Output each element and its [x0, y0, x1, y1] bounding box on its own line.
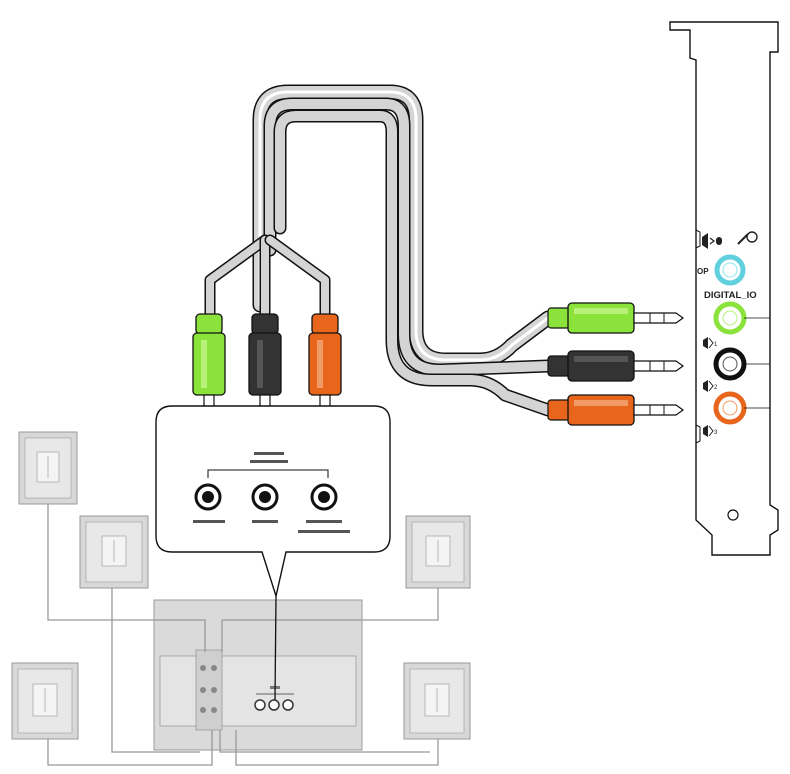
optical-label: OP	[697, 267, 709, 276]
port-2-speaker-icon: 2	[703, 380, 718, 392]
speaker-rear-left	[11, 662, 79, 740]
speaker-wires	[47, 500, 439, 766]
speaker-front-right	[405, 515, 471, 589]
port-1-label: 1	[714, 342, 718, 348]
speaker-arrow-icon	[702, 233, 715, 249]
port-3-speaker-icon: 3	[703, 425, 718, 437]
digital-io-label: DIGITAL_IO	[704, 290, 757, 301]
cable-bundle	[204, 84, 556, 417]
rear-speaker-port-black[interactable]	[713, 347, 770, 381]
speaker-center	[79, 515, 149, 589]
center-sub-port-orange[interactable]	[713, 391, 770, 425]
subwoofer-input-jacks[interactable]	[254, 686, 294, 711]
callout-pointer	[274, 595, 277, 701]
speaker-rear-right	[403, 662, 471, 740]
speaker-front-left	[18, 431, 78, 505]
optical-port-cyan[interactable]	[714, 254, 746, 286]
plug-black-right[interactable]	[547, 350, 685, 382]
plug-green-right[interactable]	[547, 302, 685, 334]
plug-orange-right[interactable]	[547, 394, 685, 426]
rear-input-jack[interactable]	[251, 483, 279, 523]
sound-card-bracket	[669, 21, 779, 556]
port-1-speaker-icon: 1	[703, 337, 718, 349]
front-input-jack[interactable]	[193, 483, 225, 523]
center-sub-input-jack[interactable]	[298, 483, 350, 533]
port-2-label: 2	[714, 385, 718, 391]
headset-icon	[737, 231, 758, 245]
front-speaker-port-green[interactable]	[713, 301, 770, 335]
subwoofer-unit	[153, 599, 363, 751]
mic-icon	[716, 237, 722, 245]
port-3-label: 3	[714, 430, 718, 436]
